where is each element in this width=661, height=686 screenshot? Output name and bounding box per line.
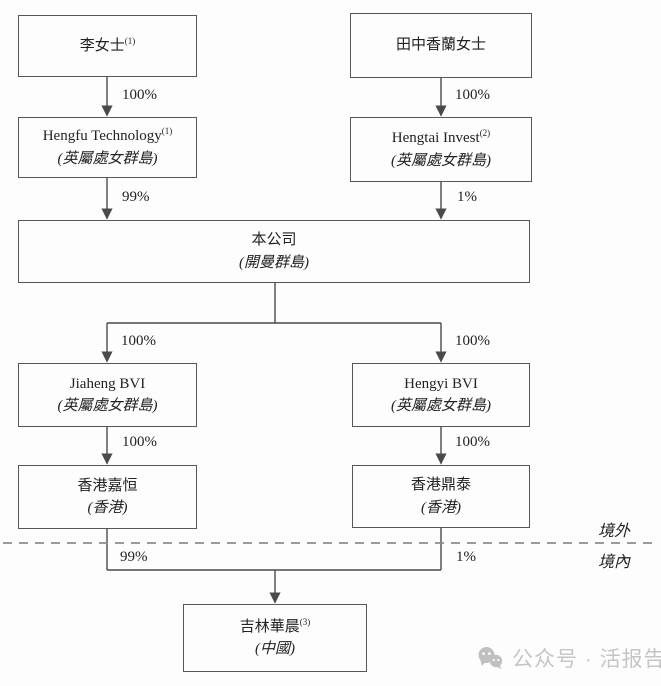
node-company: 本公司 (開曼群島) bbox=[18, 220, 530, 283]
node-jilin-location: (中國) bbox=[255, 641, 295, 657]
node-li-footnote: (1) bbox=[124, 35, 136, 46]
node-hengtai-name: Hengtai Invest(2) bbox=[392, 127, 490, 150]
node-hk-jiaheng-label: 香港嘉恒 bbox=[77, 477, 138, 494]
node-hk-dingtai: 香港鼎泰 (香港) bbox=[352, 465, 530, 528]
ownership-label-hengfu-company: 99% bbox=[122, 189, 150, 205]
node-jilin-footnote: (3) bbox=[299, 616, 311, 627]
node-jilin-label: 吉林華晨 bbox=[239, 618, 300, 635]
node-jiaheng-bvi-label: Jiaheng BVI bbox=[69, 375, 146, 392]
ownership-label-li-hengfu: 100% bbox=[122, 87, 157, 103]
node-hengtai-location: (英屬處女群島) bbox=[391, 152, 491, 169]
node-hengtai: Hengtai Invest(2) (英屬處女群島) bbox=[350, 117, 532, 182]
ownership-label-hkdingtai-jilin: 1% bbox=[456, 549, 476, 565]
ownership-label-hkjiaheng-jilin: 99% bbox=[120, 549, 148, 565]
node-company-location: (開曼群島) bbox=[239, 254, 309, 271]
region-label-offshore: 境外 bbox=[598, 523, 631, 540]
node-li-label: 李女士 bbox=[79, 37, 125, 54]
node-hengfu-footnote: (1) bbox=[161, 126, 173, 136]
ownership-label-hengyi-hk: 100% bbox=[455, 434, 490, 450]
node-hengfu-label: Hengfu Technology bbox=[42, 128, 162, 144]
node-tanaka-name: 田中香蘭女士 bbox=[396, 34, 486, 57]
node-jilin: 吉林華晨(3) (中國) bbox=[183, 604, 367, 672]
watermark: 公众号 · 活报告 bbox=[477, 643, 661, 673]
ownership-label-tanaka-hengtai: 100% bbox=[455, 87, 490, 103]
wechat-icon bbox=[478, 647, 503, 670]
node-jiaheng-bvi-location: (英屬處女群島) bbox=[57, 398, 158, 414]
watermark-text: 公众号 · 活报告 bbox=[512, 648, 661, 671]
node-hengfu-location: (英屬處女群島) bbox=[57, 150, 158, 167]
node-tanaka-label: 田中香蘭女士 bbox=[395, 37, 486, 54]
ownership-label-company-jiaheng: 100% bbox=[121, 333, 156, 349]
node-hengyi-bvi: Hengyi BVI (英屬處女群島) bbox=[352, 363, 530, 427]
node-tanaka: 田中香蘭女士 bbox=[350, 13, 532, 78]
node-hengfu-name: Hengfu Technology(1) bbox=[43, 125, 173, 148]
node-jilin-name: 吉林華晨(3) bbox=[240, 616, 311, 639]
node-hengyi-bvi-location: (英屬處女群島) bbox=[391, 398, 491, 414]
node-hk-dingtai-label: 香港鼎泰 bbox=[410, 477, 471, 493]
node-hengfu: Hengfu Technology(1) (英屬處女群島) bbox=[18, 117, 197, 178]
node-company-label: 本公司 bbox=[251, 232, 297, 248]
node-hengtai-label: Hengtai Invest bbox=[391, 130, 480, 146]
node-hk-dingtai-location: (香港) bbox=[421, 499, 461, 516]
node-jiaheng-bvi: Jiaheng BVI (英屬處女群島) bbox=[18, 363, 197, 427]
ownership-label-hengtai-company: 1% bbox=[457, 189, 477, 205]
ownership-label-jiaheng-hk: 100% bbox=[122, 434, 157, 450]
node-li-name: 李女士(1) bbox=[80, 35, 136, 58]
node-hk-jiaheng: 香港嘉恒 (香港) bbox=[18, 465, 197, 529]
region-label-onshore: 境內 bbox=[598, 554, 631, 571]
node-hk-jiaheng-location: (香港) bbox=[87, 500, 128, 516]
ownership-label-company-hengyi: 100% bbox=[455, 333, 490, 349]
node-hengtai-footnote: (2) bbox=[479, 128, 491, 138]
node-li: 李女士(1) bbox=[18, 15, 197, 77]
node-hengyi-bvi-label: Hengyi BVI bbox=[404, 375, 478, 392]
